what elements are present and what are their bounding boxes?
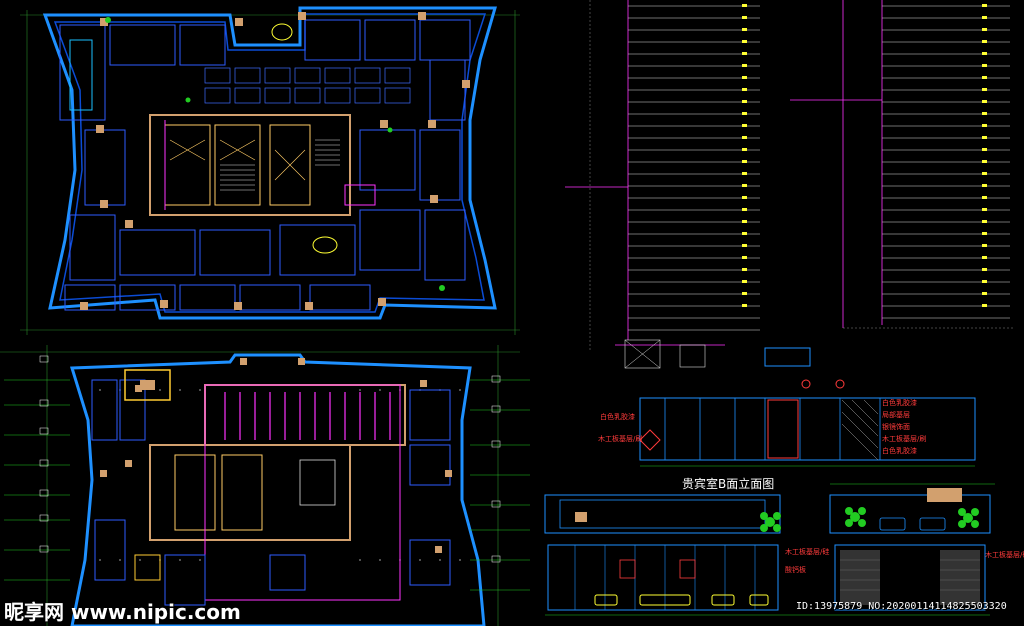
annotation-label: 木工板基层/硅 bbox=[985, 551, 1024, 559]
watermark-site: 昵享网 www.nipic.com bbox=[4, 600, 241, 624]
annotation-label: 木工板基层/刷 bbox=[882, 435, 927, 443]
annotation-label: 木工板基层/刷 bbox=[598, 435, 643, 443]
plant-icon bbox=[958, 508, 979, 528]
elevation-drawing-2 bbox=[544, 483, 995, 616]
annotation-label: 银镜饰面 bbox=[882, 423, 910, 431]
plant-icon bbox=[845, 507, 866, 527]
watermark-id: ID:13975879 NO:20200114114825503320 bbox=[796, 601, 1007, 612]
ceiling-plan-bottom bbox=[0, 345, 530, 626]
annotation-label: 白色乳胶漆 bbox=[882, 399, 917, 407]
electrical-schematic bbox=[565, 0, 1015, 369]
annotation-label: 局部基层 bbox=[882, 411, 910, 419]
annotation-label: 酸钙板 bbox=[785, 566, 806, 574]
drawing-title: 贵宾室B面立面图 bbox=[682, 477, 775, 491]
plant-icon bbox=[760, 512, 781, 532]
annotation-label: 木工板基层/硅 bbox=[785, 548, 830, 556]
annotation-label: 白色乳胶漆 bbox=[882, 447, 917, 455]
floor-plan-top bbox=[20, 6, 520, 335]
elevation-drawing-1 bbox=[639, 379, 976, 467]
annotation-label: 白色乳胶漆 bbox=[600, 413, 635, 421]
